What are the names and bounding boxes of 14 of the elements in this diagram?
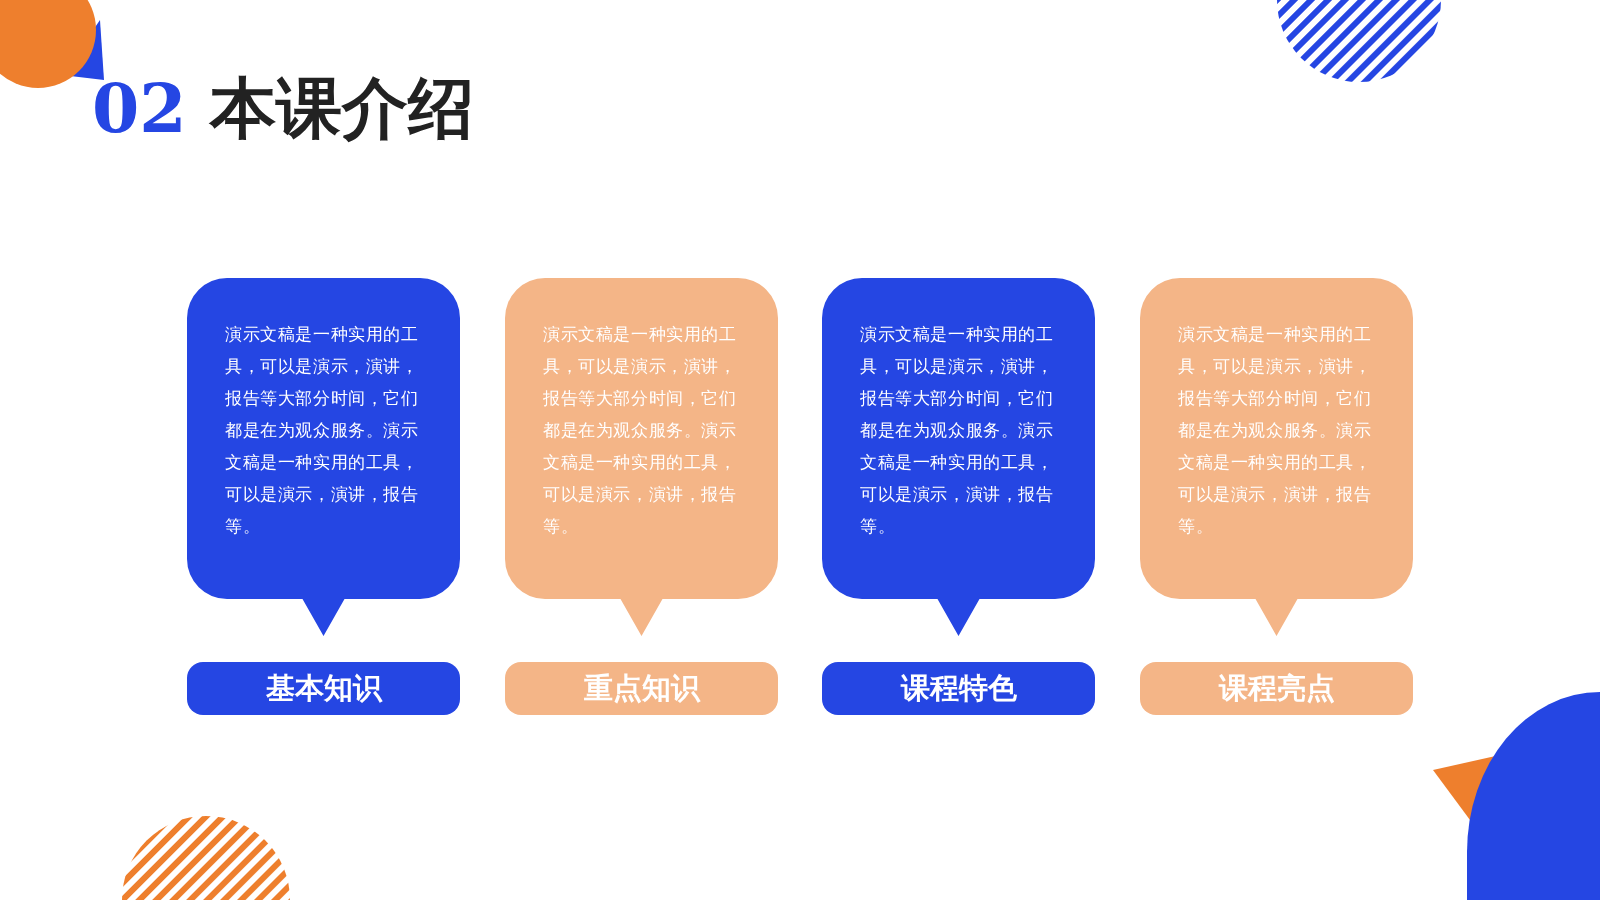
title: 本课介绍	[210, 68, 474, 148]
label-pill: 课程亮点	[1140, 662, 1413, 715]
speech-bubble	[1140, 278, 1413, 636]
speech-bubble	[822, 278, 1095, 636]
body-text: 演示文稿是一种实用的工具，可以是演示，演讲，报告等大部分时间，它们都是在为观众服务。演示文稿是一种实用的工具，可以是演示，演讲，报告等。	[860, 323, 1055, 538]
speech-bubble	[187, 278, 460, 636]
body-text: 演示文稿是一种实用的工具，可以是演示，演讲，报告等大部分时间，它们都是在为观众服务。演示文稿是一种实用的工具，可以是演示，演讲，报告等。	[1178, 323, 1373, 538]
section-number: 02	[92, 68, 187, 148]
label-pill: 课程特色	[822, 662, 1095, 715]
label-pill: 重点知识	[505, 662, 778, 715]
body-text: 演示文稿是一种实用的工具，可以是演示，演讲，报告等大部分时间，它们都是在为观众服务。演示文稿是一种实用的工具，可以是演示，演讲，报告等。	[543, 323, 738, 538]
body-text: 演示文稿是一种实用的工具，可以是演示，演讲，报告等大部分时间，它们都是在为观众服务。演示文稿是一种实用的工具，可以是演示，演讲，报告等。	[225, 323, 420, 538]
label-pill: 基本知识	[187, 662, 460, 715]
speech-bubble	[505, 278, 778, 636]
